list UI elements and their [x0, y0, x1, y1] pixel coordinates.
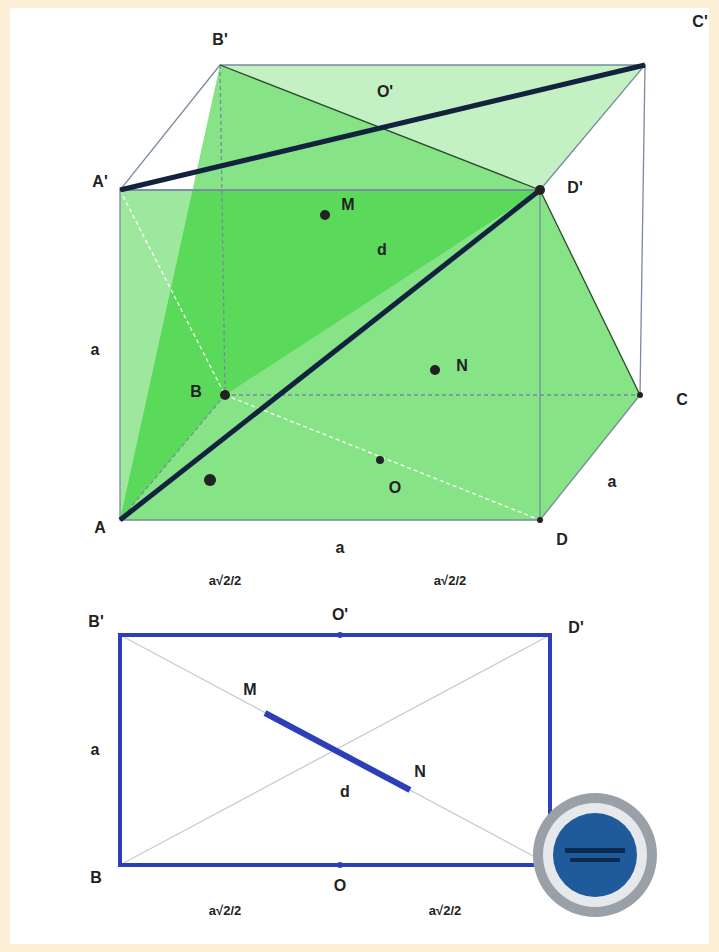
dimension-label: a√2/2: [209, 574, 241, 587]
dimension-label: a√2/2: [429, 904, 461, 917]
point-label: d: [340, 784, 350, 800]
point-label: d: [377, 242, 387, 258]
point-label: C: [676, 392, 688, 408]
canvas-ground: [10, 8, 709, 944]
point-label: a: [336, 540, 345, 556]
point-label: B': [88, 614, 103, 630]
points: [204, 185, 643, 523]
dimension-label: a√2/2: [434, 574, 466, 587]
plane-c: [220, 65, 645, 190]
point-label: D: [556, 532, 568, 548]
point-label: D': [568, 620, 583, 636]
point-label: C': [692, 14, 707, 30]
point-label: O': [332, 607, 348, 623]
point-label: M: [341, 197, 354, 213]
point-label: O: [334, 878, 346, 894]
diagonal-line: [120, 65, 645, 190]
point-label: a: [608, 474, 617, 490]
point-label: M: [243, 682, 256, 698]
point-label: B: [90, 870, 102, 886]
dimension-label: a√2/2: [209, 904, 241, 917]
point-label: A': [92, 174, 107, 190]
point-label: A: [94, 520, 106, 536]
cube-edges: [120, 65, 645, 520]
point-label: B': [212, 32, 227, 48]
logo-badge: [533, 793, 657, 917]
point-label: O': [377, 84, 393, 100]
section-figure: [120, 632, 550, 868]
point-label: D': [567, 180, 582, 196]
point-label: a: [91, 342, 100, 358]
point-label: N: [414, 764, 426, 780]
point-label: N: [456, 358, 468, 374]
diagonal-line: [120, 190, 540, 520]
point-label: a: [91, 742, 100, 758]
point-label: O: [389, 480, 401, 496]
point-label: B: [190, 384, 202, 400]
